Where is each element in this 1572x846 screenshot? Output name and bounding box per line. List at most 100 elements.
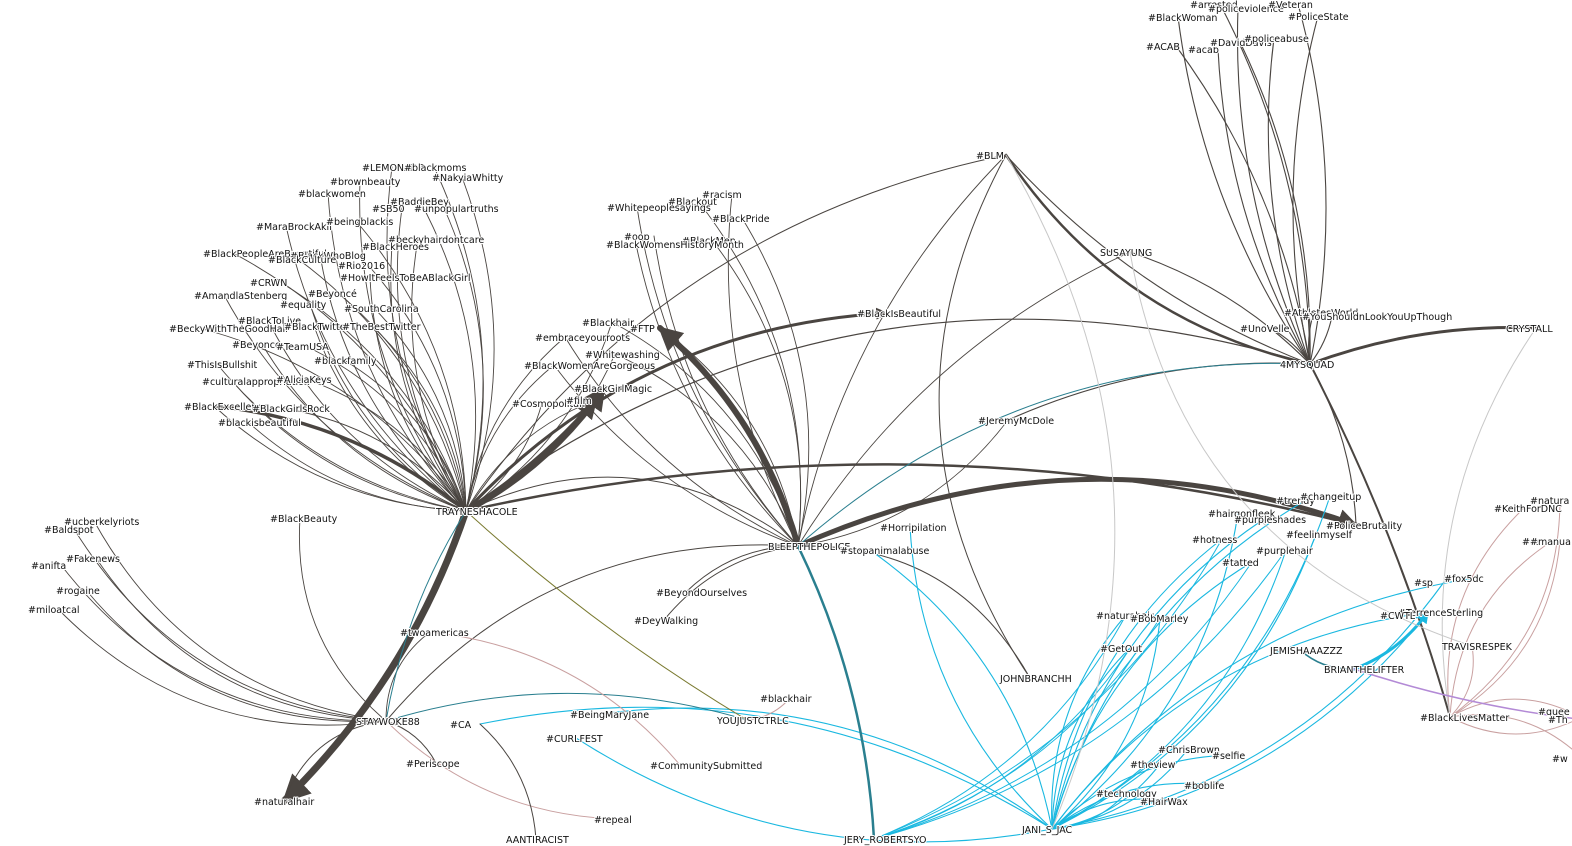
node-label-terrence: #TerrenceSterling [1398, 608, 1483, 619]
graph-edge [1449, 540, 1561, 718]
graph-edge [1175, 45, 1311, 365]
node-label-stopanimal: #stopanimalabuse [840, 546, 929, 557]
node-label-baldspot: #Baldspot [44, 525, 94, 536]
node-label-aliciakeys: #AliciaKeys [276, 375, 332, 386]
graph-edge [319, 254, 467, 512]
graph-edge [1051, 581, 1445, 830]
node-label-hairgonfleek: #hairgonfleek [1208, 509, 1276, 520]
node-label-blackheroes: #BlackHeroes [362, 242, 429, 253]
node-label-thisisbull: #ThisIsBullshit [187, 360, 258, 371]
node-label-blackhair2: #blackhair [760, 694, 812, 705]
node-label-policebrutality: #PoliceBrutality [1326, 521, 1403, 532]
node-label-jemisha: JEMISHAAAZZZ [1269, 646, 1343, 657]
node-label-youjust: YOUJUSTCTRLC [716, 716, 789, 727]
graph-edge [795, 476, 1359, 549]
node-label-cwtl: #CWTL [1380, 611, 1416, 622]
graph-edge [337, 292, 467, 512]
graph-edge [1449, 645, 1474, 718]
graph-edge [385, 720, 437, 764]
graph-edge [367, 264, 467, 512]
node-label-lemonade: #LEMONADE [362, 163, 424, 174]
graph-edge [343, 359, 467, 512]
node-label-getout: #GetOut [1100, 644, 1142, 655]
graph-edge [741, 217, 810, 547]
node-label-miloatcal: #miloatcal [28, 605, 80, 616]
graph-edge [873, 617, 1161, 840]
node-label-policeviolence: #policeviolence [1208, 4, 1284, 15]
graph-edge [261, 343, 467, 512]
node-label-community: #CommunitySubmitted [650, 761, 762, 772]
node-label-jery: JERY_ROBERTSYO [843, 835, 926, 846]
node-label-nakyia: #NakyiaWhitty [432, 173, 504, 184]
node-label-blackout: #Blackout [668, 197, 717, 208]
graph-edge [465, 154, 1007, 512]
node-label-jeremymcdole: #JeremyMcDole [978, 416, 1054, 427]
graph-edge [575, 737, 1053, 843]
node-label-chrisbrown: #ChrisBrown [1158, 745, 1220, 756]
graph-edge [1449, 499, 1561, 718]
node-label-daviddavis: #DavidDavis [1210, 38, 1272, 49]
graph-edge [1353, 668, 1572, 719]
node-label-crwn: #CRWN [250, 278, 287, 289]
graph-edge [1308, 326, 1538, 366]
graph-edge [465, 476, 799, 547]
graph-edge [1051, 538, 1223, 830]
graph-edge [564, 336, 799, 547]
node-label-blackwhoblog: #BlackWhoBlog [290, 251, 366, 262]
graph-edge [553, 364, 799, 547]
node-label-arrested: #arrested [1190, 0, 1238, 11]
node-label-staywoke: STAYWOKE88 [356, 717, 420, 728]
graph-edge [1005, 154, 1116, 830]
node-label-blackexcellence: #BlackExcellence [184, 402, 269, 413]
labels-layer: TRAYNESHACOLEBLEEPTHEPOLICE4MYSQUADSTAYW… [27, 0, 1572, 846]
node-label-bleep: BLEEPTHEPOLICE [768, 542, 850, 553]
graph-edge [1447, 507, 1525, 718]
graph-edge [232, 252, 467, 512]
node-label-crystal: CRYSTALL [1506, 324, 1553, 335]
node-label-blm: #BLM [976, 151, 1004, 162]
node-label-beyonce2: #Beyonce [232, 340, 281, 351]
graph-edge [93, 520, 387, 722]
graph-edge [85, 589, 387, 723]
node-label-repeal: #repeal [594, 815, 632, 826]
node-label-curlfest: #CURLFEST [546, 734, 603, 745]
graph-edge [465, 364, 555, 512]
node-label-johnbranch: JOHNBRANCHH [999, 674, 1072, 685]
node-label-blackwoman: #BlackWoman [1148, 13, 1217, 24]
graph-edge [385, 544, 799, 722]
graph-edge [1308, 311, 1315, 365]
node-label-blackmoms: #blackmoms [404, 163, 466, 174]
graph-edge [873, 561, 1253, 840]
node-label-beingmaryjane: #BeingMaryJane [570, 710, 649, 721]
node-label-sb50: #SB50 [372, 204, 405, 215]
graph-edge [464, 307, 889, 513]
edges-layer [57, 3, 1572, 843]
graph-edge [1051, 782, 1215, 830]
graph-edge [635, 243, 799, 547]
node-label-film: #film [566, 396, 592, 407]
graph-edge [283, 720, 387, 802]
node-label-ftp: #FTP [630, 324, 655, 335]
node-label-blackfamily: #blackfamily [314, 356, 377, 367]
node-label-brianthe: BRIANTHELIFTER [1324, 665, 1405, 676]
graph-edge [1352, 610, 1430, 671]
graph-edge [873, 549, 1287, 840]
node-label-oop: #oop [624, 232, 650, 243]
graph-edge [479, 706, 1053, 830]
node-label-blackhair: #Blackhair [582, 318, 634, 329]
graph-edge [1005, 154, 1311, 365]
graph-edge [1051, 611, 1429, 830]
graph-edge [873, 538, 1223, 840]
graph-edge [309, 303, 467, 512]
graph-edge [1007, 362, 1311, 421]
node-label-susayung: SUSAYUNG [1100, 248, 1152, 259]
graph-edge [1051, 614, 1411, 830]
graph-edge [385, 510, 467, 722]
node-label-marabrock: #MaraBrockAkil [256, 222, 332, 233]
graph-edge [281, 407, 467, 512]
graph-edge [369, 276, 467, 512]
graph-edge [1309, 315, 1333, 365]
node-label-us: #us [1522, 537, 1541, 548]
node-label-anifta: #anifta [31, 561, 66, 572]
node-label-beyondourselves: #BeyondOurselves [656, 588, 747, 599]
